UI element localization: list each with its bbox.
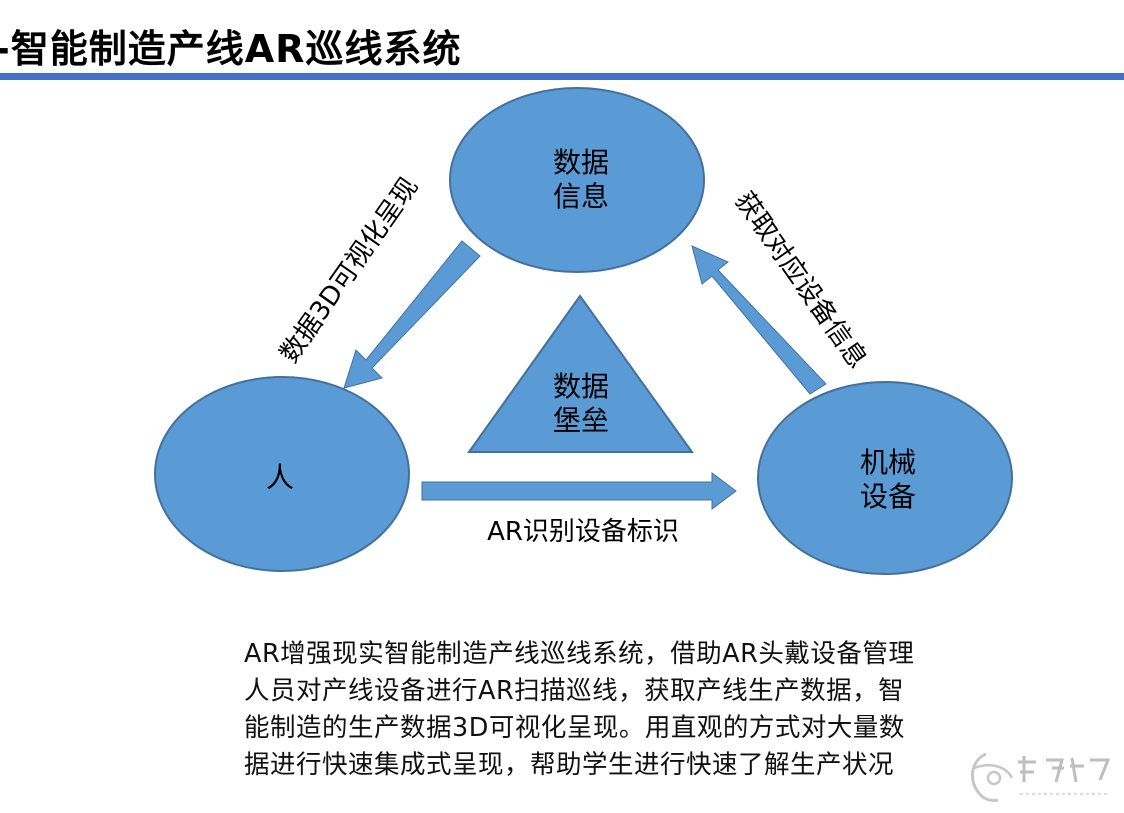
title-divider [0,73,1124,80]
edge-label-visualize: 数据3D可视化呈现 [274,172,424,368]
description-line: 据进行快速集成式呈现，帮助学生进行快速了解生产状况 [244,750,895,780]
node-fortress-line1: 数据 [553,370,609,403]
node-data-info-line2: 信息 [553,180,609,213]
arrow-machine-to-data [691,245,827,395]
description-paragraph: AR增强现实智能制造产线巡线系统，借助AR头戴设备管理 人员对产线设备进行AR扫… [244,636,1014,784]
node-fortress-line2: 堡垒 [553,404,609,437]
node-machine-line2: 设备 [860,480,916,513]
arrow-person-to-machine [421,472,737,510]
description-line: AR增强现实智能制造产线巡线系统，借助AR头戴设备管理 [244,639,915,669]
node-machine-line1: 机械 [860,446,916,479]
watermark-logo [970,752,1111,802]
node-data-fortress [467,294,694,453]
edge-label-ar-identify: AR识别设备标识 [487,517,679,547]
arrow-data-to-person [343,240,481,389]
node-person-label: 人 [266,461,294,494]
description-line: 人员对产线设备进行AR扫描巡线，获取产线生产数据，智 [244,676,905,706]
node-data-info-line1: 数据 [553,146,609,179]
description-line: 能制造的生产数据3D可视化呈现。用直观的方式对大量数 [244,713,905,743]
edge-label-get-info: 获取对应设备信息 [729,187,873,375]
page-title: -智能制造产线AR巡线系统 [0,27,462,71]
node-data-info [449,87,705,273]
node-machine [757,381,1013,575]
node-person [154,376,410,572]
